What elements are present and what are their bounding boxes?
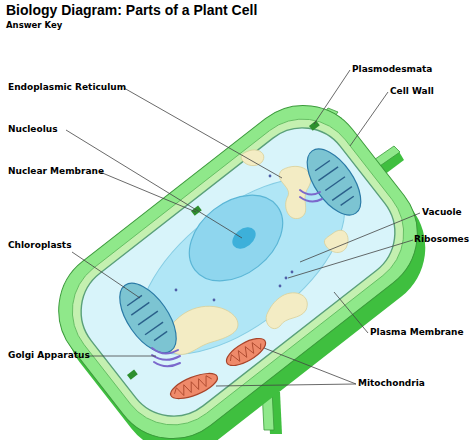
granum (145, 322, 163, 335)
granum (131, 302, 149, 315)
leader-line (314, 70, 350, 124)
diagram-title: Biology Diagram: Parts of a Plant Cell (6, 2, 257, 18)
part-label: Vacuole (422, 207, 462, 218)
part-label: Cell Wall (390, 86, 434, 97)
er-fold (241, 150, 264, 166)
er-fold (279, 166, 311, 218)
golgi-cisterna (152, 355, 180, 360)
cristae (173, 374, 214, 398)
golgi-cisterna (300, 197, 322, 202)
golgi-cisterna (300, 190, 320, 195)
granum (325, 177, 345, 191)
chloroplast-body (297, 140, 372, 224)
part-label: Plasmodesmata (352, 64, 432, 75)
ribosome (285, 277, 288, 280)
ribosome (213, 299, 216, 302)
golgi-apparatus (152, 190, 322, 366)
leader-line (66, 130, 242, 238)
chloroplast (109, 274, 188, 362)
part-label: Mitochondria (358, 378, 425, 389)
leader-line (334, 292, 368, 333)
cell-wall (34, 80, 443, 440)
ribosome (269, 175, 272, 178)
leader-lines (66, 70, 420, 386)
granum (341, 196, 354, 205)
leader-line (288, 240, 413, 278)
er-fold (324, 230, 348, 252)
golgi-cisterna (154, 362, 180, 366)
leader-line (350, 92, 388, 146)
subtitle-note: Answer Key (6, 20, 62, 31)
granum (138, 311, 158, 325)
granum (154, 331, 167, 340)
leader-line (216, 384, 356, 386)
cell-body (34, 80, 443, 440)
ribosome (175, 289, 178, 292)
mitochondrion-body (167, 368, 220, 403)
leader-line (124, 88, 282, 178)
nucleolus (228, 223, 260, 253)
ribosomes (175, 175, 294, 302)
leader-line (264, 348, 356, 384)
cell-wall-inner (51, 97, 426, 440)
granum (318, 167, 338, 181)
plasmodesma (127, 370, 138, 380)
mitochondrion (222, 333, 269, 371)
part-label: Nucleolus (8, 124, 58, 135)
part-label: Plasma Membrane (370, 327, 464, 338)
ribosome (291, 271, 294, 274)
chloroplast-body (109, 274, 188, 362)
plasmodesma (309, 121, 320, 131)
mitochondrion-body (222, 333, 269, 371)
granum (127, 295, 142, 305)
leader-line (100, 172, 196, 212)
mitochondrion (167, 368, 220, 403)
part-label: Golgi Apparatus (8, 350, 90, 361)
golgi-cisterna (152, 348, 178, 354)
granum (315, 160, 330, 170)
part-label: Chloroplasts (8, 240, 72, 251)
chloroplast (297, 140, 372, 224)
ribosome (279, 285, 282, 288)
leader-line (72, 252, 140, 298)
leader-line (300, 213, 420, 262)
part-label: Ribosomes (414, 234, 469, 245)
cristae (228, 339, 263, 365)
part-label: Endoplasmic Reticulum (8, 82, 126, 93)
er-fold (266, 293, 307, 329)
part-label: Nuclear Membrane (8, 166, 104, 177)
grana (126, 293, 171, 343)
leader-line (86, 356, 156, 357)
nucleus (173, 178, 299, 299)
granum (332, 187, 352, 201)
